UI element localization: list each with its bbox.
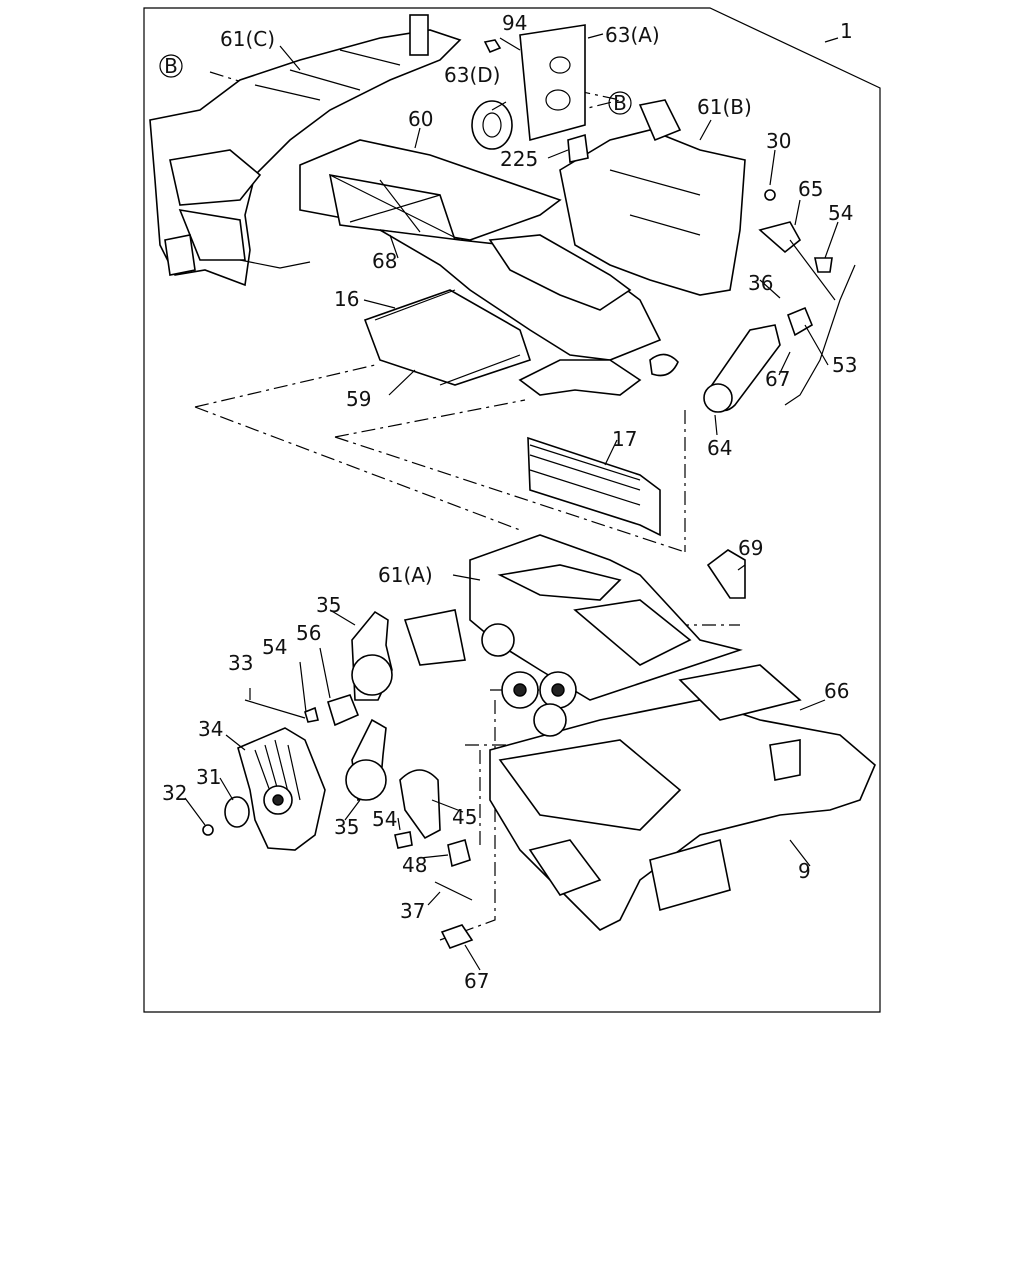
callout-65: 65 xyxy=(798,177,823,201)
callout-68: 68 xyxy=(372,249,397,273)
reference-marker-b-left-text: B xyxy=(164,54,178,78)
filter-element-17 xyxy=(527,436,661,537)
actuator-cluster xyxy=(481,623,577,737)
callout-61a: 61(A) xyxy=(378,563,433,587)
callout-30: 30 xyxy=(766,129,791,153)
callout-59: 59 xyxy=(346,387,371,411)
callout-53: 53 xyxy=(832,353,857,377)
duct-housing-61b xyxy=(559,99,746,296)
callout-64: 64 xyxy=(707,436,732,460)
callout-61c: 61(C) xyxy=(220,27,275,51)
callout-37: 37 xyxy=(400,899,425,923)
callout-69: 69 xyxy=(738,536,763,560)
callout-94: 94 xyxy=(502,11,527,35)
callout-31: 31 xyxy=(196,765,221,789)
actuator-35-upper xyxy=(351,610,393,701)
callout-54-upper: 54 xyxy=(828,201,853,225)
callout-9: 9 xyxy=(798,859,811,883)
callout-67-upper: 67 xyxy=(765,367,790,391)
callout-1: 1 xyxy=(840,19,853,43)
part-number-callouts: 1 94 63(A) 61(C) 63(D) 61(B) 60 30 225 6… xyxy=(162,11,857,993)
callout-67-lower: 67 xyxy=(464,969,489,993)
callout-35-upper: 35 xyxy=(316,593,341,617)
door-flap-59 xyxy=(363,289,532,386)
reference-marker-b-right: B xyxy=(608,91,632,115)
callout-54-middle: 54 xyxy=(262,635,287,659)
callout-33: 33 xyxy=(228,651,253,675)
blower-case-9 xyxy=(489,664,876,931)
duct-housing-61c xyxy=(149,14,462,287)
blower-assembly-34 xyxy=(202,727,326,851)
linkage-parts-upper-right xyxy=(649,189,856,413)
callout-56: 56 xyxy=(296,621,321,645)
callout-34: 34 xyxy=(198,717,223,741)
callout-16: 16 xyxy=(334,287,359,311)
filter-frame-60 xyxy=(299,139,562,241)
clip-69 xyxy=(706,549,746,599)
callout-60: 60 xyxy=(408,107,433,131)
callout-225: 225 xyxy=(500,147,538,171)
top-small-parts xyxy=(471,24,589,163)
callout-45: 45 xyxy=(452,805,477,829)
rod-and-bracket-parts xyxy=(244,694,360,727)
callout-63a: 63(A) xyxy=(605,23,660,47)
callout-36: 36 xyxy=(748,271,773,295)
callout-61b: 61(B) xyxy=(697,95,752,119)
diagram-frame xyxy=(143,7,881,1013)
callout-63d: 63(D) xyxy=(444,63,500,87)
callout-66: 66 xyxy=(824,679,849,703)
callout-35-lower: 35 xyxy=(334,815,359,839)
reference-marker-b-right-text: B xyxy=(613,91,627,115)
actuator-35-lower xyxy=(345,718,387,802)
main-duct-structure xyxy=(379,229,662,396)
callout-17: 17 xyxy=(612,427,637,451)
reference-marker-b-left: B xyxy=(159,54,183,78)
callout-54-lower: 54 xyxy=(372,807,397,831)
leader-lines xyxy=(184,33,839,971)
duct-housing-61a xyxy=(403,534,743,701)
lever-45 xyxy=(399,769,441,840)
callout-48: 48 xyxy=(402,853,427,877)
lower-small-parts xyxy=(394,831,474,949)
callout-32: 32 xyxy=(162,781,187,805)
